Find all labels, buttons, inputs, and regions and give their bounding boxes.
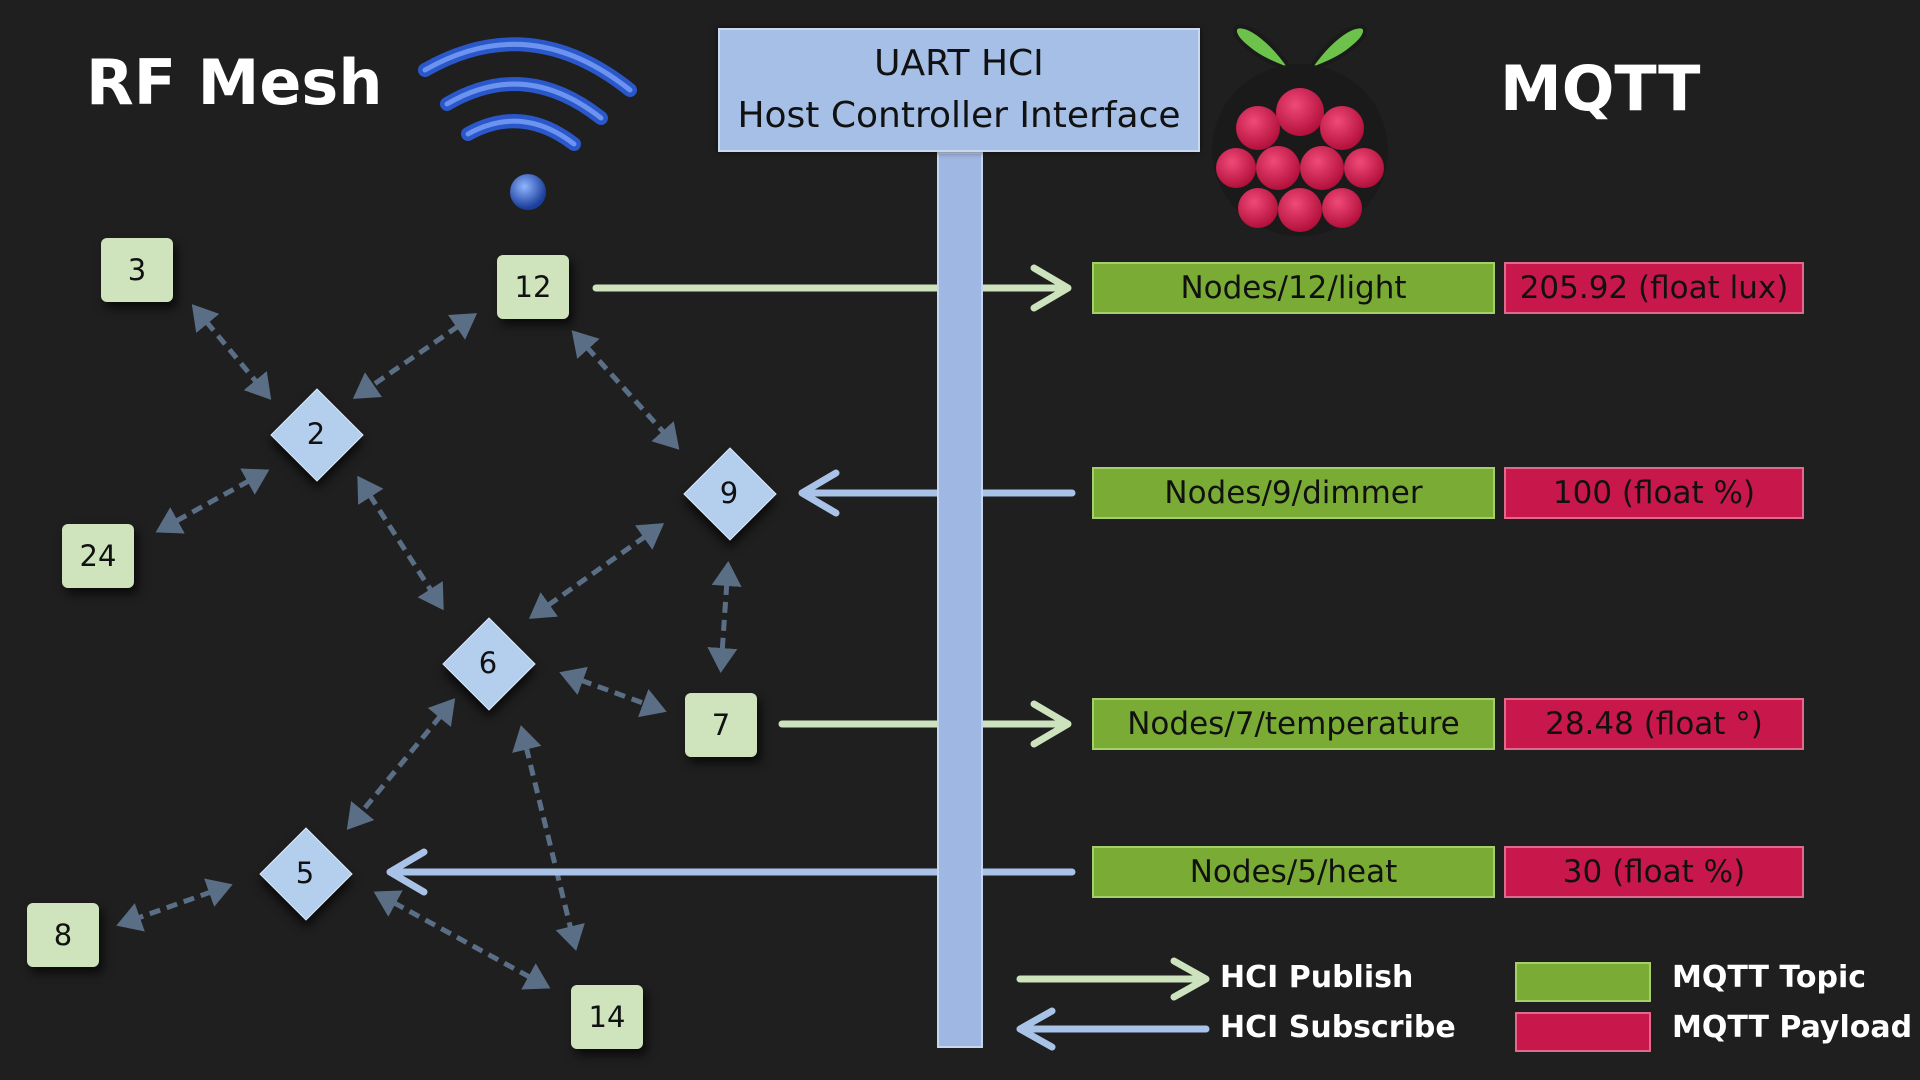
node-label: 3 [127, 253, 147, 287]
mesh-node-5: 5 [250, 818, 360, 928]
node-label: 5 [295, 856, 315, 890]
mesh-link-12-2 [352, 313, 478, 399]
mesh-link-5-14 [373, 890, 551, 990]
mesh-node-7: 7 [685, 693, 757, 757]
legend-subscribe-label: HCI Subscribe [1220, 1010, 1456, 1045]
mesh-node-6: 6 [433, 608, 543, 718]
mesh-link-9-6 [528, 523, 665, 619]
mesh-link-5-8 [116, 878, 233, 932]
mesh-link-3-2 [191, 304, 272, 400]
hci-bus [937, 152, 983, 1048]
legend-payload-label: MQTT Payload [1672, 1010, 1913, 1045]
mesh-link-2-24 [155, 468, 270, 534]
mqtt-topic-heat: Nodes/5/heat [1092, 846, 1495, 898]
node-label: 14 [588, 1000, 626, 1034]
raspberry-pi-logo-icon [1212, 24, 1388, 236]
mesh-link-12-9 [571, 330, 680, 450]
hci-publish-arrow-7 [778, 700, 1072, 748]
mesh-link-6-5 [346, 698, 456, 830]
mqtt-title: MQTT [1500, 52, 1701, 125]
mesh-node-3: 3 [101, 238, 173, 302]
legend-payload-swatch [1515, 1012, 1651, 1052]
node-label: 12 [514, 270, 552, 304]
mesh-link-6-7 [559, 666, 667, 718]
mesh-link-9-7 [707, 561, 742, 673]
legend-topic-label: MQTT Topic [1672, 960, 1867, 995]
node-label: 24 [79, 539, 117, 573]
hci-publish-arrow-12 [592, 264, 1072, 312]
node-label: 2 [306, 417, 326, 451]
rf-mesh-title: RF Mesh [86, 46, 383, 119]
node-label: 9 [719, 476, 739, 510]
mqtt-payload-temperature: 28.48 (float °) [1504, 698, 1804, 750]
mqtt-topic-light: Nodes/12/light [1092, 262, 1495, 314]
mqtt-topic-dimmer: Nodes/9/dimmer [1092, 467, 1495, 519]
node-label: 8 [53, 918, 73, 952]
node-label: 6 [478, 646, 498, 680]
uart-subtitle: Host Controller Interface [737, 95, 1181, 136]
mesh-node-8: 8 [27, 903, 99, 967]
uart-hci-box: UART HCI Host Controller Interface [718, 28, 1200, 152]
mqtt-topic-temperature: Nodes/7/temperature [1092, 698, 1495, 750]
mqtt-payload-light: 205.92 (float lux) [1504, 262, 1804, 314]
legend-publish-arrow [1016, 957, 1210, 1001]
mqtt-payload-heat: 30 (float %) [1504, 846, 1804, 898]
legend-topic-swatch [1515, 962, 1651, 1002]
mesh-node-12: 12 [497, 255, 569, 319]
wifi-signal-icon [418, 37, 637, 210]
node-label: 7 [711, 708, 731, 742]
mesh-link-6-14 [512, 725, 585, 951]
mesh-node-14: 14 [571, 985, 643, 1049]
mesh-node-24: 24 [62, 524, 134, 588]
mesh-node-9: 9 [674, 438, 784, 548]
mesh-link-2-6 [357, 475, 444, 611]
mqtt-payload-dimmer: 100 (float %) [1504, 467, 1804, 519]
uart-title: UART HCI [874, 43, 1044, 84]
mesh-links [116, 304, 742, 990]
legend-publish-label: HCI Publish [1220, 960, 1414, 995]
mesh-node-2: 2 [261, 379, 371, 489]
legend-subscribe-arrow [1016, 1007, 1210, 1051]
